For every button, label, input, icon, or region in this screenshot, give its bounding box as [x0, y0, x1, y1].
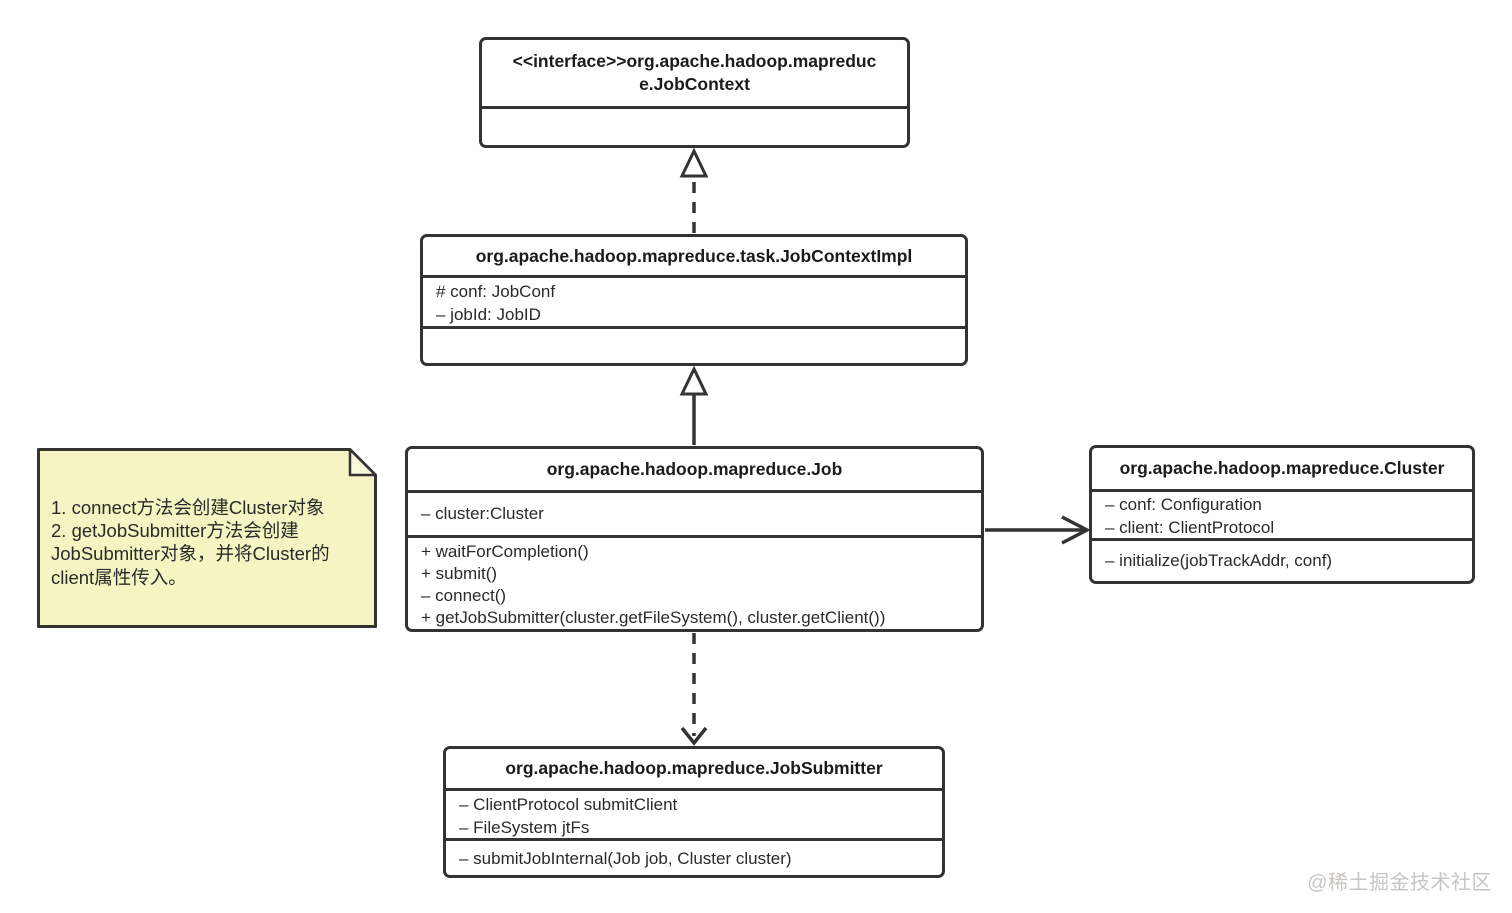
- note-folded-corner: [348, 448, 377, 477]
- note-line: JobSubmitter对象，并将Cluster的: [51, 543, 330, 565]
- class-box-jobcontextimpl: org.apache.hadoop.mapreduce.task.JobCont…: [420, 234, 968, 366]
- class-title: org.apache.hadoop.mapreduce.Cluster: [1092, 448, 1472, 492]
- attributes-section: – conf: Configuration – client: ClientPr…: [1092, 492, 1472, 541]
- method-line: + getJobSubmitter(cluster.getFileSystem(…: [421, 608, 886, 627]
- class-box-cluster: org.apache.hadoop.mapreduce.Cluster – co…: [1089, 445, 1475, 584]
- class-title-line: <<interface>>org.apache.hadoop.mapreduc: [512, 51, 877, 71]
- attribute-line: – jobId: JobID: [436, 305, 541, 324]
- realization-arrow: [679, 147, 709, 233]
- class-box-jobcontext: <<interface>>org.apache.hadoop.mapreduc …: [479, 37, 910, 148]
- class-box-job: org.apache.hadoop.mapreduce.Job – cluste…: [405, 446, 984, 632]
- method-line: – initialize(jobTrackAddr, conf): [1105, 551, 1333, 570]
- generalization-arrow: [679, 365, 709, 445]
- attributes-section: – cluster:Cluster: [408, 493, 981, 538]
- method-line: + waitForCompletion(): [421, 542, 589, 561]
- dependency-arrow: [680, 633, 708, 746]
- attribute-line: – ClientProtocol submitClient: [459, 795, 678, 814]
- class-box-jobsubmitter: org.apache.hadoop.mapreduce.JobSubmitter…: [443, 746, 945, 878]
- methods-section: – submitJobInternal(Job job, Cluster clu…: [446, 841, 942, 875]
- watermark: @稀土掘金技术社区: [1307, 872, 1492, 894]
- attributes-section: – ClientProtocol submitClient – FileSyst…: [446, 791, 942, 841]
- methods-section: + waitForCompletion() + submit() – conne…: [408, 538, 981, 629]
- association-arrow: [985, 515, 1091, 545]
- attribute-line: – FileSystem jtFs: [459, 818, 590, 837]
- class-title-line: e.JobContext: [639, 74, 750, 94]
- attribute-line: – client: ClientProtocol: [1105, 518, 1275, 537]
- method-line: – submitJobInternal(Job job, Cluster clu…: [459, 849, 792, 868]
- attribute-line: – conf: Configuration: [1105, 495, 1262, 514]
- method-line: + submit(): [421, 564, 498, 583]
- attribute-line: – cluster:Cluster: [421, 504, 544, 524]
- class-title: org.apache.hadoop.mapreduce.task.JobCont…: [423, 237, 965, 278]
- note-line: 2. getJobSubmitter方法会创建: [51, 520, 299, 542]
- methods-section: – initialize(jobTrackAddr, conf): [1092, 541, 1472, 581]
- method-line: – connect(): [421, 586, 507, 605]
- class-title: org.apache.hadoop.mapreduce.JobSubmitter: [446, 749, 942, 791]
- attribute-line: # conf: JobConf: [436, 282, 556, 301]
- note-shape: [37, 448, 377, 628]
- attributes-section: # conf: JobConf – jobId: JobID: [423, 278, 965, 329]
- empty-compartment: [423, 329, 965, 363]
- note-line: 1. connect方法会创建Cluster对象: [51, 497, 325, 518]
- class-title: org.apache.hadoop.mapreduce.Job: [408, 449, 981, 494]
- note-line: client属性传入。: [51, 566, 187, 588]
- note: 1. connect方法会创建Cluster对象 2. getJobSubmit…: [51, 496, 363, 589]
- empty-compartment: [482, 109, 907, 145]
- class-title: <<interface>>org.apache.hadoop.mapreduc …: [482, 40, 907, 109]
- note-body: [37, 448, 377, 628]
